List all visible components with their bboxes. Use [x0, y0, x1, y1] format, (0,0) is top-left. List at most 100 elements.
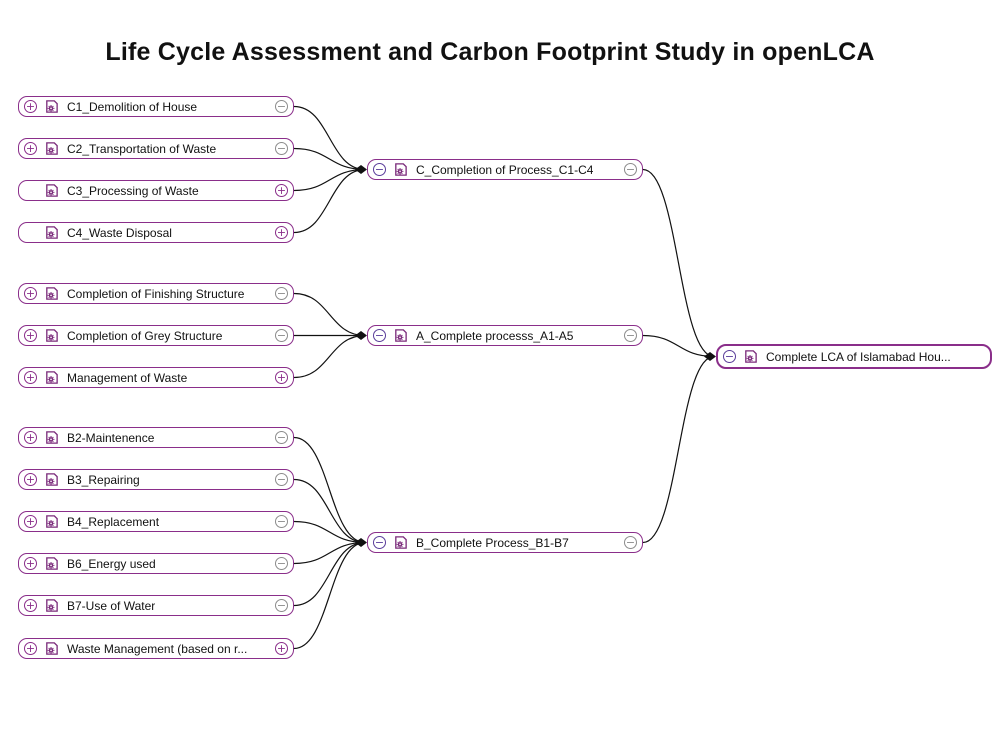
process-icon [393, 328, 408, 343]
process-icon [44, 641, 59, 656]
node-label: C3_Processing of Waste [67, 183, 199, 198]
collapse-right-icon[interactable]: − [275, 599, 288, 612]
node-label: C2_Transportation of Waste [67, 141, 217, 156]
collapse-right-icon[interactable]: − [624, 163, 637, 176]
node-label: Completion of Finishing Structure [67, 286, 245, 301]
edge-line [293, 520, 366, 544]
process-node[interactable]: + B3_Repairing − [18, 469, 294, 490]
node-label: B7-Use of Water [67, 598, 156, 613]
edge-line [293, 541, 366, 607]
process-icon [44, 99, 59, 114]
edge-line [293, 541, 366, 565]
collapse-left-icon[interactable]: − [373, 329, 386, 342]
node-label: A_Complete processs_A1-A5 [416, 328, 574, 343]
edge-line [293, 105, 366, 171]
node-label: Complete LCA of Islamabad Hou... [766, 349, 951, 364]
node-label: C_Completion of Process_C1-C4 [416, 162, 594, 177]
collapse-right-icon[interactable]: − [275, 473, 288, 486]
expand-left-icon[interactable]: + [24, 329, 37, 342]
expand-right-icon[interactable]: + [275, 184, 288, 197]
expand-right-icon[interactable]: + [275, 371, 288, 384]
process-node[interactable]: + B6_Energy used − [18, 553, 294, 574]
process-node[interactable]: +C1_Demolition of House− [18, 96, 294, 117]
process-icon [393, 535, 408, 550]
process-icon [44, 430, 59, 445]
process-node[interactable]: +Completion of Grey Structure− [18, 325, 294, 346]
expand-left-icon[interactable]: + [24, 473, 37, 486]
process-node[interactable]: + B4_Replacement − [18, 511, 294, 532]
root-node[interactable]: − Complete LCA of Islamabad Hou... [716, 344, 992, 369]
edge-line [293, 292, 366, 337]
process-node[interactable]: + Management of Waste + [18, 367, 294, 388]
collapse-right-icon[interactable]: − [275, 557, 288, 570]
process-icon [44, 598, 59, 613]
process-icon [393, 162, 408, 177]
node-label: B_Complete Process_B1-B7 [416, 535, 569, 550]
process-node[interactable]: + B2-Maintenence − [18, 427, 294, 448]
collapse-left-icon[interactable]: − [723, 350, 736, 363]
subsystem-node[interactable]: − C_Completion of Process_C1-C4 − [367, 159, 643, 180]
expand-left-icon[interactable]: + [24, 431, 37, 444]
expand-right-icon[interactable]: + [275, 642, 288, 655]
node-label: B6_Energy used [67, 556, 156, 571]
expand-left-icon[interactable]: + [24, 599, 37, 612]
collapse-right-icon[interactable]: − [275, 287, 288, 300]
node-label: B3_Repairing [67, 472, 140, 487]
node-label: B2-Maintenence [67, 430, 155, 445]
node-label: C4_Waste Disposal [67, 225, 172, 240]
expand-left-icon[interactable]: + [24, 642, 37, 655]
collapse-left-icon[interactable]: − [373, 163, 386, 176]
edge-line [293, 478, 366, 544]
process-node[interactable]: + B7-Use of Water − [18, 595, 294, 616]
expand-left-icon[interactable]: + [24, 371, 37, 384]
process-icon [44, 183, 59, 198]
process-icon [44, 141, 59, 156]
diagram-title: Life Cycle Assessment and Carbon Footpri… [105, 38, 875, 66]
edge-line [642, 168, 715, 358]
arrow-head [355, 331, 367, 340]
expand-right-icon[interactable]: + [275, 226, 288, 239]
collapse-right-icon[interactable]: − [275, 100, 288, 113]
edge-line [293, 147, 366, 171]
arrow-head [355, 165, 367, 174]
expand-left-icon[interactable]: + [24, 287, 37, 300]
collapse-right-icon[interactable]: − [275, 515, 288, 528]
node-label: Waste Management (based on r... [67, 641, 248, 656]
process-icon [743, 349, 758, 364]
node-label: Management of Waste [67, 370, 188, 385]
edge-line [293, 541, 366, 650]
process-icon [44, 556, 59, 571]
edge-line [642, 355, 715, 544]
expand-left-icon[interactable]: + [24, 142, 37, 155]
process-node[interactable]: C3_Processing of Waste + [18, 180, 294, 201]
expand-left-icon[interactable]: + [24, 557, 37, 570]
edge-line [293, 334, 366, 379]
process-node[interactable]: + Waste Management (based on r... + [18, 638, 294, 659]
process-icon [44, 514, 59, 529]
collapse-right-icon[interactable]: − [275, 431, 288, 444]
process-icon [44, 472, 59, 487]
expand-left-icon[interactable]: + [24, 100, 37, 113]
collapse-right-icon[interactable]: − [275, 142, 288, 155]
subsystem-node[interactable]: − B_Complete Process_B1-B7 − [367, 532, 643, 553]
process-icon [44, 225, 59, 240]
process-node[interactable]: + C2_Transportation of Waste − [18, 138, 294, 159]
arrow-head [355, 538, 367, 547]
process-node[interactable]: + Completion of Finishing Structure − [18, 283, 294, 304]
collapse-right-icon[interactable]: − [624, 536, 637, 549]
collapse-left-icon[interactable]: − [373, 536, 386, 549]
process-node[interactable]: C4_Waste Disposal + [18, 222, 294, 243]
collapse-right-icon[interactable]: − [275, 329, 288, 342]
process-icon [44, 328, 59, 343]
subsystem-node[interactable]: − A_Complete processs_A1-A5 − [367, 325, 643, 346]
edge-line [293, 436, 366, 544]
collapse-right-icon[interactable]: − [624, 329, 637, 342]
process-icon [44, 286, 59, 301]
expand-left-icon[interactable]: + [24, 515, 37, 528]
process-icon [44, 370, 59, 385]
node-label: B4_Replacement [67, 514, 160, 529]
arrow-head [704, 352, 716, 361]
edge-line [293, 168, 366, 192]
edge-line [293, 168, 366, 234]
